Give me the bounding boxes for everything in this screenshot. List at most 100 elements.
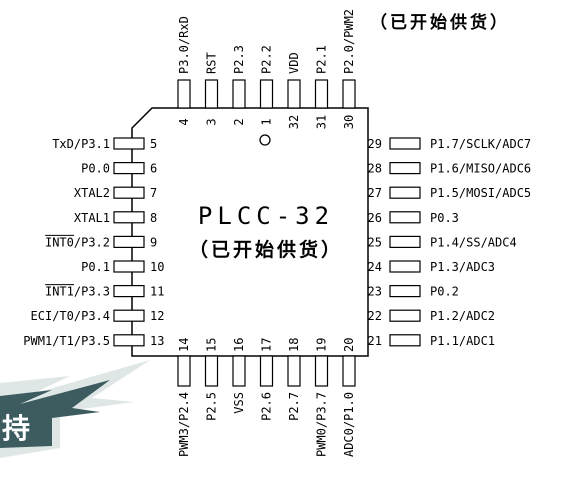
banner-burst [0,360,150,458]
pin-number: 11 [150,285,164,299]
pin-number: 12 [150,309,164,323]
chip-body [131,107,369,357]
pin-number: 5 [150,137,157,151]
pin-label: P1.4/SS/ADC4 [430,235,517,249]
pin-label: XTAL1 [74,211,110,225]
pin-label: INT1/P3.3 [45,285,110,299]
pin-stub-top [204,79,219,109]
pin-label: P1.2/ADC2 [430,309,495,323]
pin-label: P0.1 [81,260,110,274]
pin-number: 9 [150,235,157,249]
pin-label: P1.3/ADC3 [430,260,495,274]
pin-number: 4 [177,118,191,125]
pin-number: 30 [342,115,356,129]
pin-label: XTAL2 [74,186,110,200]
chip-package-name: PLCC-32 [198,202,334,230]
pin-stub-top [342,79,356,109]
pin-label: ADC0/P1.0 [342,392,356,457]
pin-number: 21 [368,334,382,348]
pin-label: P2.3 [232,45,246,74]
pin-stub-left [113,260,145,273]
pin-label: TxD/P3.1 [52,137,110,151]
pin-stub-right [389,260,421,273]
pin-number: 3 [205,118,219,125]
pin-number: 18 [287,338,301,352]
pin-stub-bottom [204,355,219,387]
pin-number: 7 [150,186,157,200]
pin-stub-right [389,285,421,298]
pin-stub-right [389,334,421,347]
pin-stub-left [113,186,145,199]
pin-stub-bottom [287,355,301,387]
pin-stub-top [314,79,329,109]
pin-number: 31 [315,115,329,129]
pin-stub-left [113,309,145,322]
pin-label: P3.0/RxD [177,16,191,74]
pin-stub-bottom [259,355,274,387]
pin-label: INT0/P3.2 [45,235,110,249]
pin-stub-left [113,235,145,248]
pin-stub-right [389,309,421,322]
pin-label: P2.2 [260,45,274,74]
pin-label: P1.1/ADC1 [430,334,495,348]
pin-label: P2.6 [260,392,274,421]
pin-stub-bottom [314,355,329,387]
pin-number: 15 [205,338,219,352]
pin-number: 13 [150,334,164,348]
pin-label: VSS [232,392,246,414]
pin-number: 28 [368,162,382,176]
pin-number: 10 [150,260,164,274]
pin-number: 29 [368,137,382,151]
pin-stub-top [232,79,246,109]
pin-number: 24 [368,260,382,274]
pin-label: PWM3/P2.4 [177,392,191,457]
pin-stub-right [389,211,421,224]
pins-bottom: 14PWM3/P2.415P2.516VSS17P2.618P2.719PWM0… [177,338,356,457]
pin-stub-left [113,285,145,298]
pin-stub-left [113,211,145,224]
pin-number: 22 [368,309,382,323]
pin-number: 1 [260,118,274,125]
pin-label: P1.7/SCLK/ADC7 [430,137,531,151]
pin-label: P1.6/MISO/ADC6 [430,162,531,176]
pin-stub-right [389,162,421,175]
pin-number: 26 [368,211,382,225]
availability-note: （已开始供货） [370,12,510,33]
pin-stub-right [389,235,421,248]
banner-text: 持 [2,412,30,445]
pin1-marker [259,134,271,146]
pin-number: 25 [368,235,382,249]
pin-label: PWM1/T1/P3.5 [23,334,110,348]
pin-stub-left [113,162,145,175]
pin-number: 17 [260,338,274,352]
pin-label: P2.1 [315,45,329,74]
pin-label: PWM0/P3.7 [315,392,329,457]
pin-stub-bottom [232,355,246,387]
pin-number: 6 [150,162,157,176]
pin-stub-left [113,334,145,347]
pin-number: 14 [177,338,191,352]
pin-number: 20 [342,338,356,352]
pin-number: 2 [232,118,246,125]
pins-right: 29 P1.7/SCLK/ADC7 28 P1.6/MISO/ADC6 27 P1.5/M… [368,137,532,348]
pin-label: P2.0/PWM2 [342,9,356,74]
pin-label: P2.5 [205,392,219,421]
pin-label: P0.2 [430,285,459,299]
pin-stub-right [389,137,421,150]
pin-stub-top [259,79,274,109]
pin-label: P0.0 [81,162,110,176]
pin-label: RST [205,52,219,74]
pin-stub-bottom [177,355,191,387]
pin-label: P1.5/MOSI/ADC5 [430,186,531,200]
pin-number: 32 [287,115,301,129]
banner-burst-dark [0,380,110,448]
pins-top: 4 P3.0/RxD 3 RST 2 P2.3 1 P2.2 32 VDD 31 P2.1 30 P2.0… [177,9,356,129]
pin-number: 16 [232,338,246,352]
chip-status: （已开始供货） [189,238,343,261]
pin-label: VDD [287,52,301,74]
pin-number: 19 [315,338,329,352]
pin-number: 27 [368,186,382,200]
pins-left: 5TxD/P3.16P0.07XTAL28XTAL19INT0/P3.210P0… [23,137,164,348]
pin-stub-right [389,186,421,199]
